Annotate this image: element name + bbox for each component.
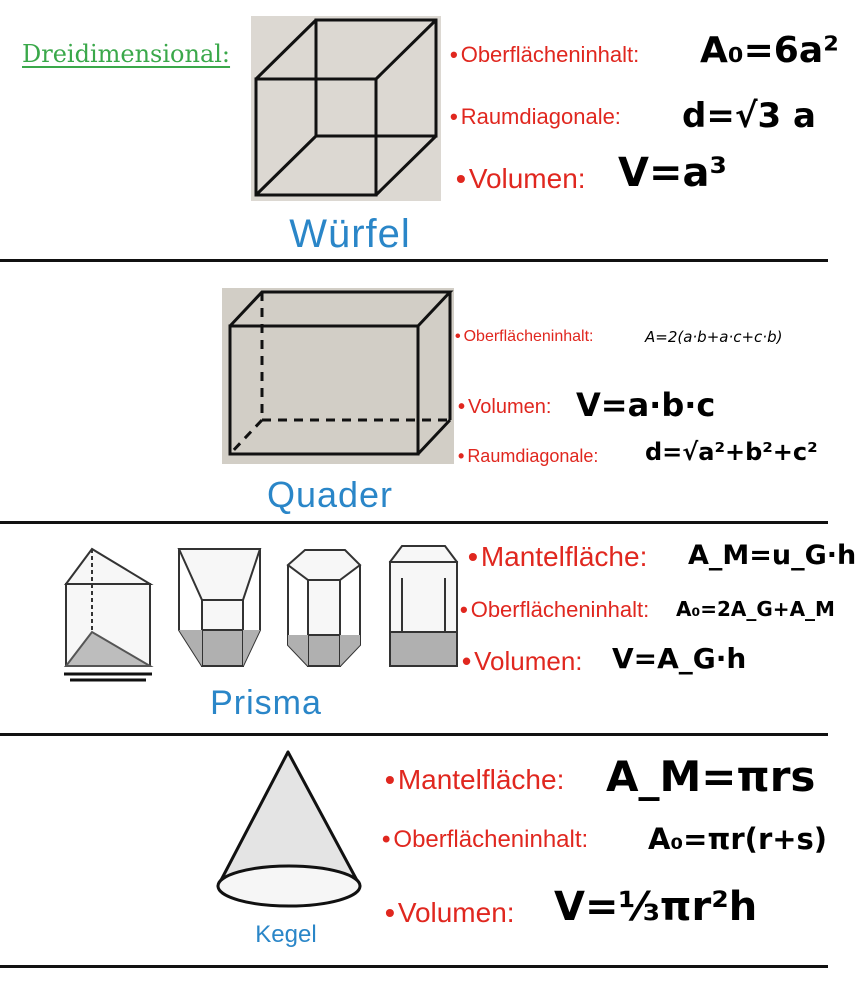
bullet-icon: • [460, 597, 468, 622]
bullet-icon: • [382, 826, 391, 853]
cube-drawing-icon [254, 18, 438, 197]
wuerfel-item-surface: •Oberflächeninhalt: [450, 42, 639, 68]
section-divider [0, 521, 828, 524]
section-divider [0, 259, 828, 262]
bullet-icon: • [450, 104, 458, 129]
bullet-icon: • [456, 163, 466, 194]
quader-item-volume: •Volumen: [458, 396, 551, 419]
quader-item-diagonal: •Raumdiagonale: [458, 446, 598, 467]
quader-formula-surface: A=2(a·b+a·c+c·b) [645, 328, 783, 346]
section-divider [0, 733, 828, 736]
quader-item-surface: •Oberflächeninhalt: [455, 328, 593, 346]
kegel-item-volume: •Volumen: [385, 897, 515, 929]
kegel-item-surface: •Oberflächeninhalt: [382, 826, 588, 854]
cone-drawing-icon [216, 750, 362, 908]
item-label: Oberflächeninhalt: [460, 42, 640, 67]
wuerfel-formula-surface: A₀=6a² [700, 30, 839, 71]
section-title-kegel: Kegel [255, 921, 317, 948]
page-heading: Dreidimensional: [22, 40, 231, 68]
wuerfel-item-diagonal: •Raumdiagonale: [450, 104, 621, 130]
bullet-icon: • [462, 646, 472, 676]
item-label: Raumdiagonale: [460, 104, 621, 129]
item-label: Mantelfläche: [480, 541, 648, 572]
item-label: Volumen: [474, 646, 583, 676]
kegel-formula-surface: A₀=πr(r+s) [648, 822, 828, 856]
item-label: Oberflächeninhalt: [463, 328, 594, 345]
wuerfel-formula-diagonal: d=√3 a [682, 96, 816, 136]
bullet-icon: • [458, 446, 465, 466]
cuboid-drawing-icon [228, 290, 454, 456]
item-label: Raumdiagonale: [467, 446, 599, 466]
item-label: Mantelfläche: [397, 764, 565, 795]
wuerfel-item-volume: •Volumen: [456, 163, 586, 195]
kegel-formula-lateral: A_M=πrs [606, 752, 816, 801]
prisma-item-surface: •Oberflächeninhalt: [460, 597, 649, 623]
item-label: Volumen: [468, 396, 552, 418]
item-label: Oberflächeninhalt: [393, 826, 589, 853]
prisma-item-volume: •Volumen: [462, 646, 583, 677]
section-title-prisma: Prisma [210, 684, 322, 722]
wuerfel-formula-volume: V=a³ [618, 150, 727, 196]
quader-formula-diagonal: d=√a²+b²+c² [645, 438, 818, 466]
bullet-icon: • [468, 541, 478, 572]
prisma-formula-surface: A₀=2A_G+A_M [676, 597, 835, 621]
prisma-formula-lateral: A_M=u_G·h [688, 540, 856, 571]
kegel-formula-volume: V=⅓πr²h [554, 884, 758, 930]
kegel-item-lateral: •Mantelfläche: [385, 764, 564, 796]
section-title-quader: Quader [266, 474, 394, 515]
item-label: Oberflächeninhalt: [470, 597, 650, 622]
bullet-icon: • [385, 897, 395, 928]
item-label: Volumen: [397, 897, 515, 928]
prisma-item-lateral: •Mantelfläche: [468, 541, 647, 573]
bullet-icon: • [450, 42, 458, 67]
item-label: Volumen: [468, 163, 586, 194]
prism-drawings-icon [63, 545, 459, 682]
quader-formula-volume: V=a·b·c [576, 386, 716, 424]
section-divider [0, 965, 828, 968]
bullet-icon: • [385, 764, 395, 795]
bullet-icon: • [455, 328, 461, 345]
prisma-formula-volume: V=A_G·h [612, 642, 747, 675]
bullet-icon: • [458, 396, 466, 418]
section-title-wuerfel: Würfel [289, 212, 411, 256]
